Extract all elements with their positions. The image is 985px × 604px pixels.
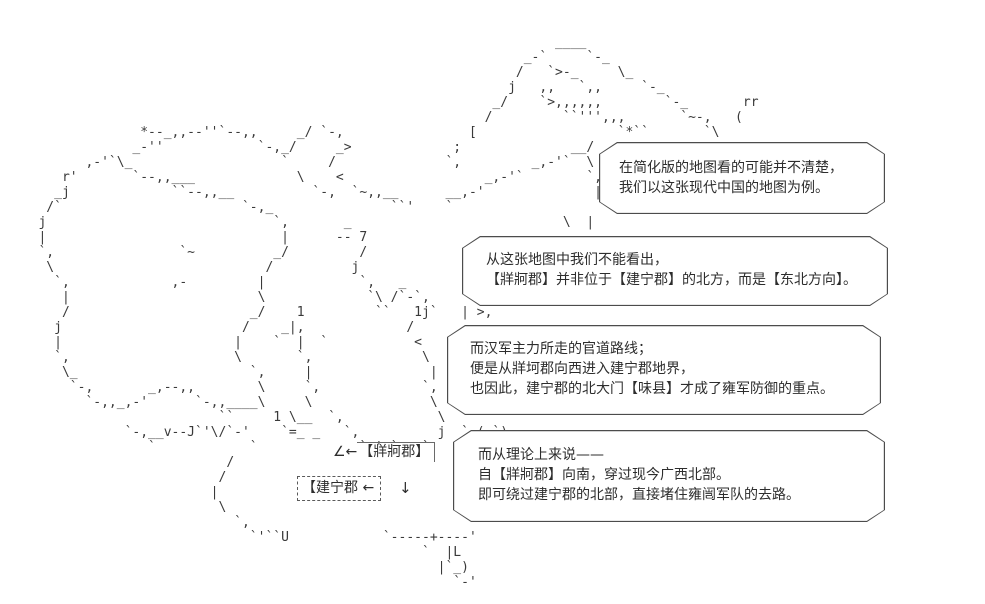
bubble-background [448,326,880,414]
ascii-china-map: ____ _-` `-_ / `>-_ \_ [38,35,759,590]
map-label-jianning-commandery: 【建宁郡 ← [297,476,382,501]
bubble-background [454,431,884,521]
bubble-1-line-2: 我们以这张现代中国的地图为例。 [619,180,829,196]
bubble-1-line-1: 在简化版的地图看的可能并不清楚， [619,160,843,176]
map-label-zangke-commandery: ∠←【牂牁郡】 [333,442,436,462]
speech-bubble-2: 从这张地图中我们不能看出， 【牂牁郡】并非位于【建宁郡】的北方，而是【东北方向】… [462,236,888,306]
bubble-3-line-3: 也因此，建宁郡的北大门【味县】才成了雍军防御的重点。 [470,381,834,397]
arrow-left-icon: ∠← [333,444,358,460]
speech-bubble-3: 而汉军主力所走的官道路线； 便是从牂坷郡向西进入建宁郡地界， 也因此，建宁郡的北… [447,325,881,415]
bubble-background [463,237,887,305]
bubble-2-line-2: 【牂牁郡】并非位于【建宁郡】的北方，而是【东北方向】。 [486,272,857,288]
bubble-4-line-3: 即可绕过建宁郡的北部，直接堵住雍闿军队的去路。 [478,487,800,503]
bubble-3-line-1: 而汉军主力所走的官道路线； [470,341,652,357]
bubble-2-line-1: 从这张地图中我们不能看出， [486,252,668,268]
bubble-3-line-2: 便是从牂坷郡向西进入建宁郡地界， [470,361,694,377]
speech-bubble-1: 在简化版的地图看的可能并不清楚， 我们以这张现代中国的地图为例。 [599,142,885,214]
bubble-4-line-2: 自【牂牁郡】向南，穿过现今广西北部。 [478,467,730,483]
bubble-4-line-1: 而从理论上来说—— [478,447,604,463]
bubble-background [600,143,884,213]
arrow-down-icon: ↓ [399,479,412,497]
speech-bubble-4: 而从理论上来说—— 自【牂牁郡】向南，穿过现今广西北部。 即可绕过建宁郡的北部，… [453,430,885,522]
zangke-label-text: 【牂牁郡】 [357,442,436,462]
jianning-label-text: 【建宁郡 ← [302,480,375,496]
